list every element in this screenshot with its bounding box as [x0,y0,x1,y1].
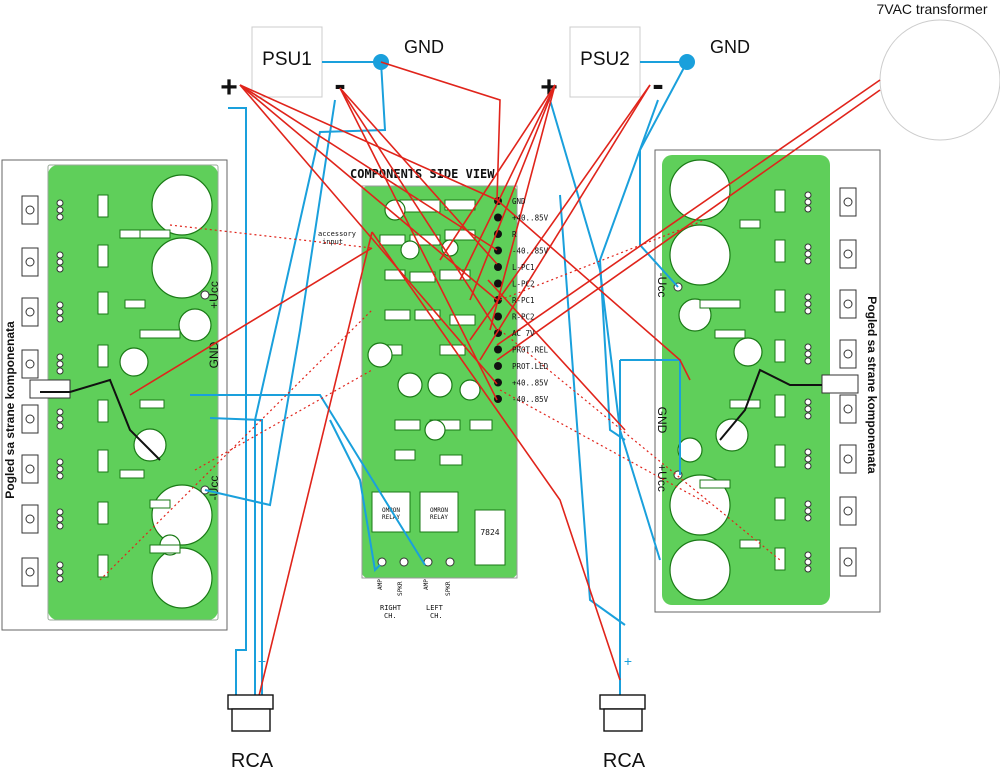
blue-wires [190,61,688,700]
terminal-pad [494,279,502,288]
psu2-block: PSU2 + - GND [540,26,750,104]
right-board-side-label: Pogled sa strane komponenata [865,296,879,474]
terminal-label: -40..85V [512,247,549,256]
mosfet [21,404,39,434]
psu1-label: PSU1 [262,49,312,70]
components-side-view-title: COMPONENTS SIDE VIEW [350,167,495,181]
terminal-pads [494,197,502,403]
dotted-wires [99,219,781,581]
psu2-label: PSU2 [580,49,630,70]
mosfet [839,187,857,217]
left-gnd-label: GND [207,341,221,368]
mosfet [839,547,857,577]
terminal-label: L-PC1 [512,263,535,272]
mosfet [21,504,39,534]
mosfet [21,454,39,484]
mosfet [21,195,39,225]
left-amplifier-board: Pogled sa strane komponenata +Ucc GND -U… [1,159,228,631]
amp-label-1: AMP [377,579,384,590]
terminal-pad [494,345,502,354]
omron-relay-left [419,491,459,533]
left-board-side-label: Pogled sa strane komponenata [3,321,17,499]
spkr-label-1: SPKR [397,581,404,596]
capacitor [669,539,731,601]
left-mosfets [21,195,39,587]
right-amplifier-board: Pogled sa strane komponenata -Ucc GND +U… [654,149,881,613]
rca-right-label: RCA [603,750,646,770]
terminal-label: R-PC2 [512,313,535,322]
terminal-label: GND [512,197,526,206]
right-mosfets [839,187,857,577]
spkr-label-2: SPKR [445,581,452,596]
psu2-minus-label: - [652,66,663,104]
mosfet [839,444,857,474]
terminal-pad [494,362,502,370]
terminal-labels: GND +40..85V R -40..85V L-PC1L-PC2R-PC1R-PC2… [512,197,549,404]
red-wires [129,61,881,701]
rca-left: RCA + [227,653,274,770]
terminal-pad [494,312,502,321]
mosfet [839,239,857,269]
terminal-label: R [512,230,517,239]
terminal-label: PROT.LED [512,362,549,371]
omron-relay-right [371,491,411,533]
regulator-7824 [474,509,506,566]
terminal-label: L-PC2 [512,280,535,289]
psu1-minus-label: - [334,66,345,104]
terminal-label: +40..85V [512,379,549,388]
right-gnd-label: GND [655,407,669,434]
capacitor [669,224,731,286]
terminal-pad [494,246,502,255]
capacitor [151,174,213,236]
mosfet [21,557,39,587]
regulator-label: 7824 [480,528,499,537]
terminal-label: +40..85V [512,214,549,223]
left-vcc-minus-label: -Ucc [207,476,221,501]
psu1-plus-label: + [220,71,238,104]
heatsink-connector [821,374,859,394]
mosfet [839,496,857,526]
mosfet [839,339,857,369]
terminal-label: PROT.REL [512,346,549,355]
rca-left-plus: + [258,653,266,669]
amp-label-2: AMP [423,579,430,590]
heatsink-connector [29,379,71,399]
terminal-pad [494,378,502,387]
terminal-label: -40..85V [512,395,549,404]
mosfet [839,394,857,424]
rca-right-plus: + [624,653,632,669]
psu1-gnd-label: GND [404,37,444,57]
capacitor [669,474,731,536]
terminal-label: AC 7V [512,329,535,338]
mosfet [21,247,39,277]
psu2-plus-label: + [540,71,558,104]
right-vcc-plus-label: +Ucc [655,464,669,492]
terminal-pad [494,213,502,222]
capacitor [151,237,213,299]
rca-left-label: RCA [231,750,274,770]
mosfet [839,289,857,319]
capacitor [151,547,213,609]
mosfet [21,297,39,327]
right-vcc-minus-label: -Ucc [655,273,669,298]
transformer-label: 7VAC transformer [877,1,988,17]
psu2-gnd-label: GND [710,37,750,57]
psu1-block: PSU1 + - GND [220,26,444,104]
capacitor [669,159,731,221]
terminal-label: R-PC1 [512,296,535,305]
transformer: 7VAC transformer [877,1,1000,141]
left-vcc-plus-label: +Ucc [207,281,221,309]
terminal-pad [494,263,502,271]
rca-right: RCA + [599,653,646,770]
mosfet [21,349,39,379]
